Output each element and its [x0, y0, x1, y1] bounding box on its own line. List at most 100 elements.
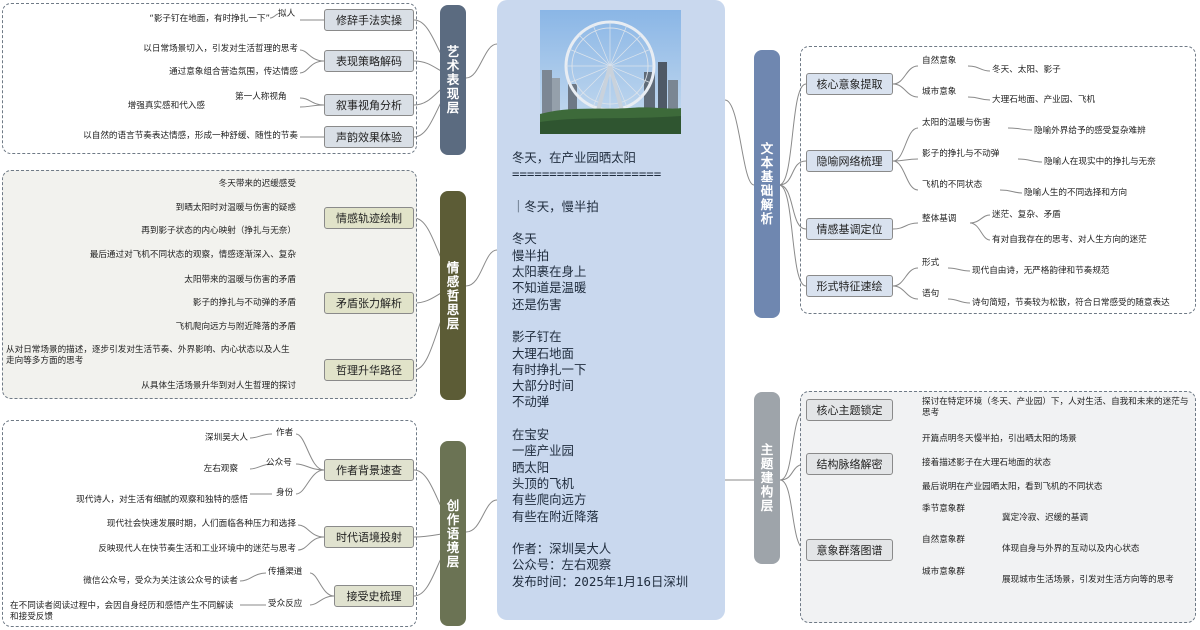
art-group — [2, 3, 417, 154]
branch-account: 公众号 — [266, 458, 292, 468]
leaf-perspective: 增强真实感和代入感 — [127, 101, 205, 111]
branch-plane: 飞机的不同状态 — [922, 180, 983, 190]
leaf-plane: 隐喻人生的不同选择和方向 — [1024, 188, 1128, 198]
leaf-channel: 微信公众号，受众为关注该公众号的读者 — [83, 576, 238, 586]
node-philosophy[interactable]: 哲理升华路径 — [324, 359, 414, 381]
leaf-rhythm: 以自然的语言节奏表达情感，形成一种舒缓、随性的节奏 — [83, 131, 298, 141]
branch-personification: 拟人 — [278, 9, 296, 19]
ferris-wheel-photo — [540, 10, 681, 134]
leaf-identity: 现代诗人，对生活有细腻的观察和独特的感悟 — [76, 495, 248, 505]
poem-line: 影子钉在 — [512, 329, 562, 345]
leaf-urban-imagery: 大理石地面、产业园、飞机 — [992, 95, 1096, 105]
leaf-era-1: 现代社会快速发展时期，人们面临各种压力和选择 — [106, 519, 296, 529]
branch-sentence: 语句 — [922, 289, 940, 299]
branch-identity: 身份 — [276, 488, 294, 498]
poem-line: 一座产业园 — [512, 443, 574, 459]
poem-line: 不动弹 — [512, 394, 550, 410]
leaf-audience: 在不同读者阅读过程中，会因自身经历和感悟产生不同解读和接受反馈 — [10, 601, 234, 622]
poem-line: 大部分时间 — [512, 378, 574, 394]
leaf-emotion-4: 最后通过对飞机不同状态的观察，情感逐渐深入、复杂 — [89, 250, 296, 260]
branch-channel: 传播渠道 — [268, 567, 303, 577]
poem-line — [512, 525, 688, 541]
leaf-city-cluster: 展现城市生活场景，引发对生活方向等的思考 — [1002, 575, 1174, 585]
theme-group — [800, 391, 1196, 623]
node-image-clusters[interactable]: 意象群落图谱 — [806, 539, 893, 561]
poem-line — [512, 411, 688, 427]
node-tone[interactable]: 情感基调定位 — [806, 218, 893, 240]
art-band: 艺术表现层 — [440, 5, 466, 155]
branch-audience: 受众反应 — [268, 599, 303, 609]
poem-line: 发布时间：2025年1月16日深圳 — [512, 573, 689, 589]
poem-line: 头顶的飞机 — [512, 475, 574, 491]
text-group — [800, 46, 1196, 314]
poem-line: ==================== — [512, 166, 662, 182]
poem-line: 大理石地面 — [512, 345, 574, 361]
poem-line: 在宝安 — [512, 427, 550, 443]
poem-line: 有些爬向远方 — [512, 492, 587, 508]
context-group — [2, 420, 417, 627]
leaf-structure-3: 最后说明在产业园晒太阳，看到飞机的不同状态 — [922, 482, 1103, 492]
branch-natural-imagery: 自然意象 — [922, 56, 957, 66]
branch-season-cluster: 季节意象群 — [922, 504, 965, 514]
leaf-rhetoric-example: “影子钉在地面，有时挣扎一下” — [149, 14, 270, 24]
leaf-account: 左右观察 — [203, 464, 238, 474]
poem-line: 还是伤害 — [512, 296, 562, 312]
node-structure[interactable]: 结构脉络解密 — [806, 453, 893, 475]
poem-line: 晒太阳 — [512, 459, 550, 475]
leaf-strategy-2: 通过意象组合营造氛围，传达情感 — [169, 67, 298, 77]
leaf-philosophy-2: 从具体生活场景升华到对人生哲理的探讨 — [141, 381, 296, 391]
leaf-structure-1: 开篇点明冬天慢半拍，引出晒太阳的场景 — [922, 434, 1077, 444]
branch-nature-cluster: 自然意象群 — [922, 535, 965, 545]
poem-line: 不知道是温暖 — [512, 280, 587, 296]
poem-line: 有时挣扎一下 — [512, 361, 587, 377]
node-rhythm[interactable]: 声韵效果体验 — [324, 126, 414, 148]
leaf-tension-2: 影子的挣扎与不动弹的矛盾 — [192, 298, 296, 308]
leaf-emotion-3: 再到影子状态的内心映射（挣扎与无奈） — [141, 226, 296, 236]
branch-author: 作者 — [276, 428, 294, 438]
leaf-shadow: 隐喻人在现实中的挣扎与无奈 — [1044, 157, 1156, 167]
leaf-emotion-2: 到晒太阳时对温暖与伤害的疑惑 — [175, 203, 296, 213]
leaf-nature-cluster: 体现自身与外界的互动以及内心状态 — [1002, 544, 1140, 554]
poem-line: 有些在附近降落 — [512, 508, 599, 524]
leaf-season-cluster: 冀定冷寂、迟缓的基调 — [1002, 513, 1088, 523]
node-era-context[interactable]: 时代语境投射 — [324, 526, 414, 548]
branch-form: 形式 — [922, 258, 940, 268]
leaf-author: 深圳吴大人 — [205, 433, 248, 443]
leaf-era-2: 反映现代人在快节奏生活和工业环境中的迷茫与思考 — [98, 544, 296, 554]
node-tension[interactable]: 矛盾张力解析 — [324, 292, 414, 314]
leaf-sentence: 诗句简短，节奏较为松散，符合日常感受的随意表达 — [972, 298, 1170, 308]
emotion-band: 情感哲思层 — [440, 191, 466, 400]
leaf-strategy-1: 以日常场景切入，引发对生活哲理的思考 — [143, 44, 298, 54]
node-form[interactable]: 形式特征速绘 — [806, 275, 893, 297]
node-strategy[interactable]: 表现策略解码 — [324, 50, 414, 72]
leaf-natural-imagery: 冬天、太阳、影子 — [992, 65, 1061, 75]
node-emotion-track[interactable]: 情感轨迹绘制 — [324, 207, 414, 229]
poem-line: 慢半拍 — [512, 247, 550, 263]
node-rhetoric[interactable]: 修辞手法实操 — [324, 9, 414, 31]
leaf-tone-1: 迷茫、复杂、矛盾 — [992, 210, 1061, 220]
node-imagery[interactable]: 核心意象提取 — [806, 73, 893, 95]
poem-line: 公众号：左右观察 — [512, 557, 612, 573]
node-perspective[interactable]: 叙事视角分析 — [324, 94, 414, 116]
branch-shadow: 影子的挣扎与不动弹 — [922, 149, 1000, 159]
poem-line — [512, 215, 688, 231]
poem-line: 冬天 — [512, 231, 537, 247]
leaf-tension-1: 太阳带来的温暖与伤害的矛盾 — [184, 275, 296, 285]
leaf-emotion-1: 冬天带来的迟缓感受 — [218, 179, 296, 189]
leaf-tone-2: 有对自我存在的思考、对人生方向的迷茫 — [992, 235, 1147, 245]
poem-text: 冬天，在产业园晒太阳==================== ｜冬天，慢半拍 冬… — [512, 150, 688, 590]
leaf-sun: 隐喻外界给予的感受复杂难辨 — [1034, 126, 1146, 136]
poem-line — [512, 313, 688, 329]
poem-line: 作者：深圳吴大人 — [512, 541, 612, 557]
branch-overall-tone: 整体基调 — [922, 214, 957, 224]
poem-line: 太阳裹在身上 — [512, 264, 587, 280]
node-metaphor[interactable]: 隐喻网络梳理 — [806, 150, 893, 172]
node-reception[interactable]: 接受史梳理 — [334, 585, 414, 607]
theme-band: 主题建构层 — [754, 392, 780, 564]
leaf-tension-3: 飞机爬向远方与附近降落的矛盾 — [175, 322, 296, 332]
leaf-philosophy-1: 从对日常场景的描述，逐步引发对生活节奏、外界影响、内心状态以及人生走向等多方面的… — [6, 345, 290, 366]
node-author-bg[interactable]: 作者背景速查 — [324, 459, 414, 481]
node-core-theme[interactable]: 核心主题锁定 — [806, 399, 893, 421]
context-band: 创作语境层 — [440, 441, 466, 626]
branch-city-cluster: 城市意象群 — [922, 567, 965, 577]
